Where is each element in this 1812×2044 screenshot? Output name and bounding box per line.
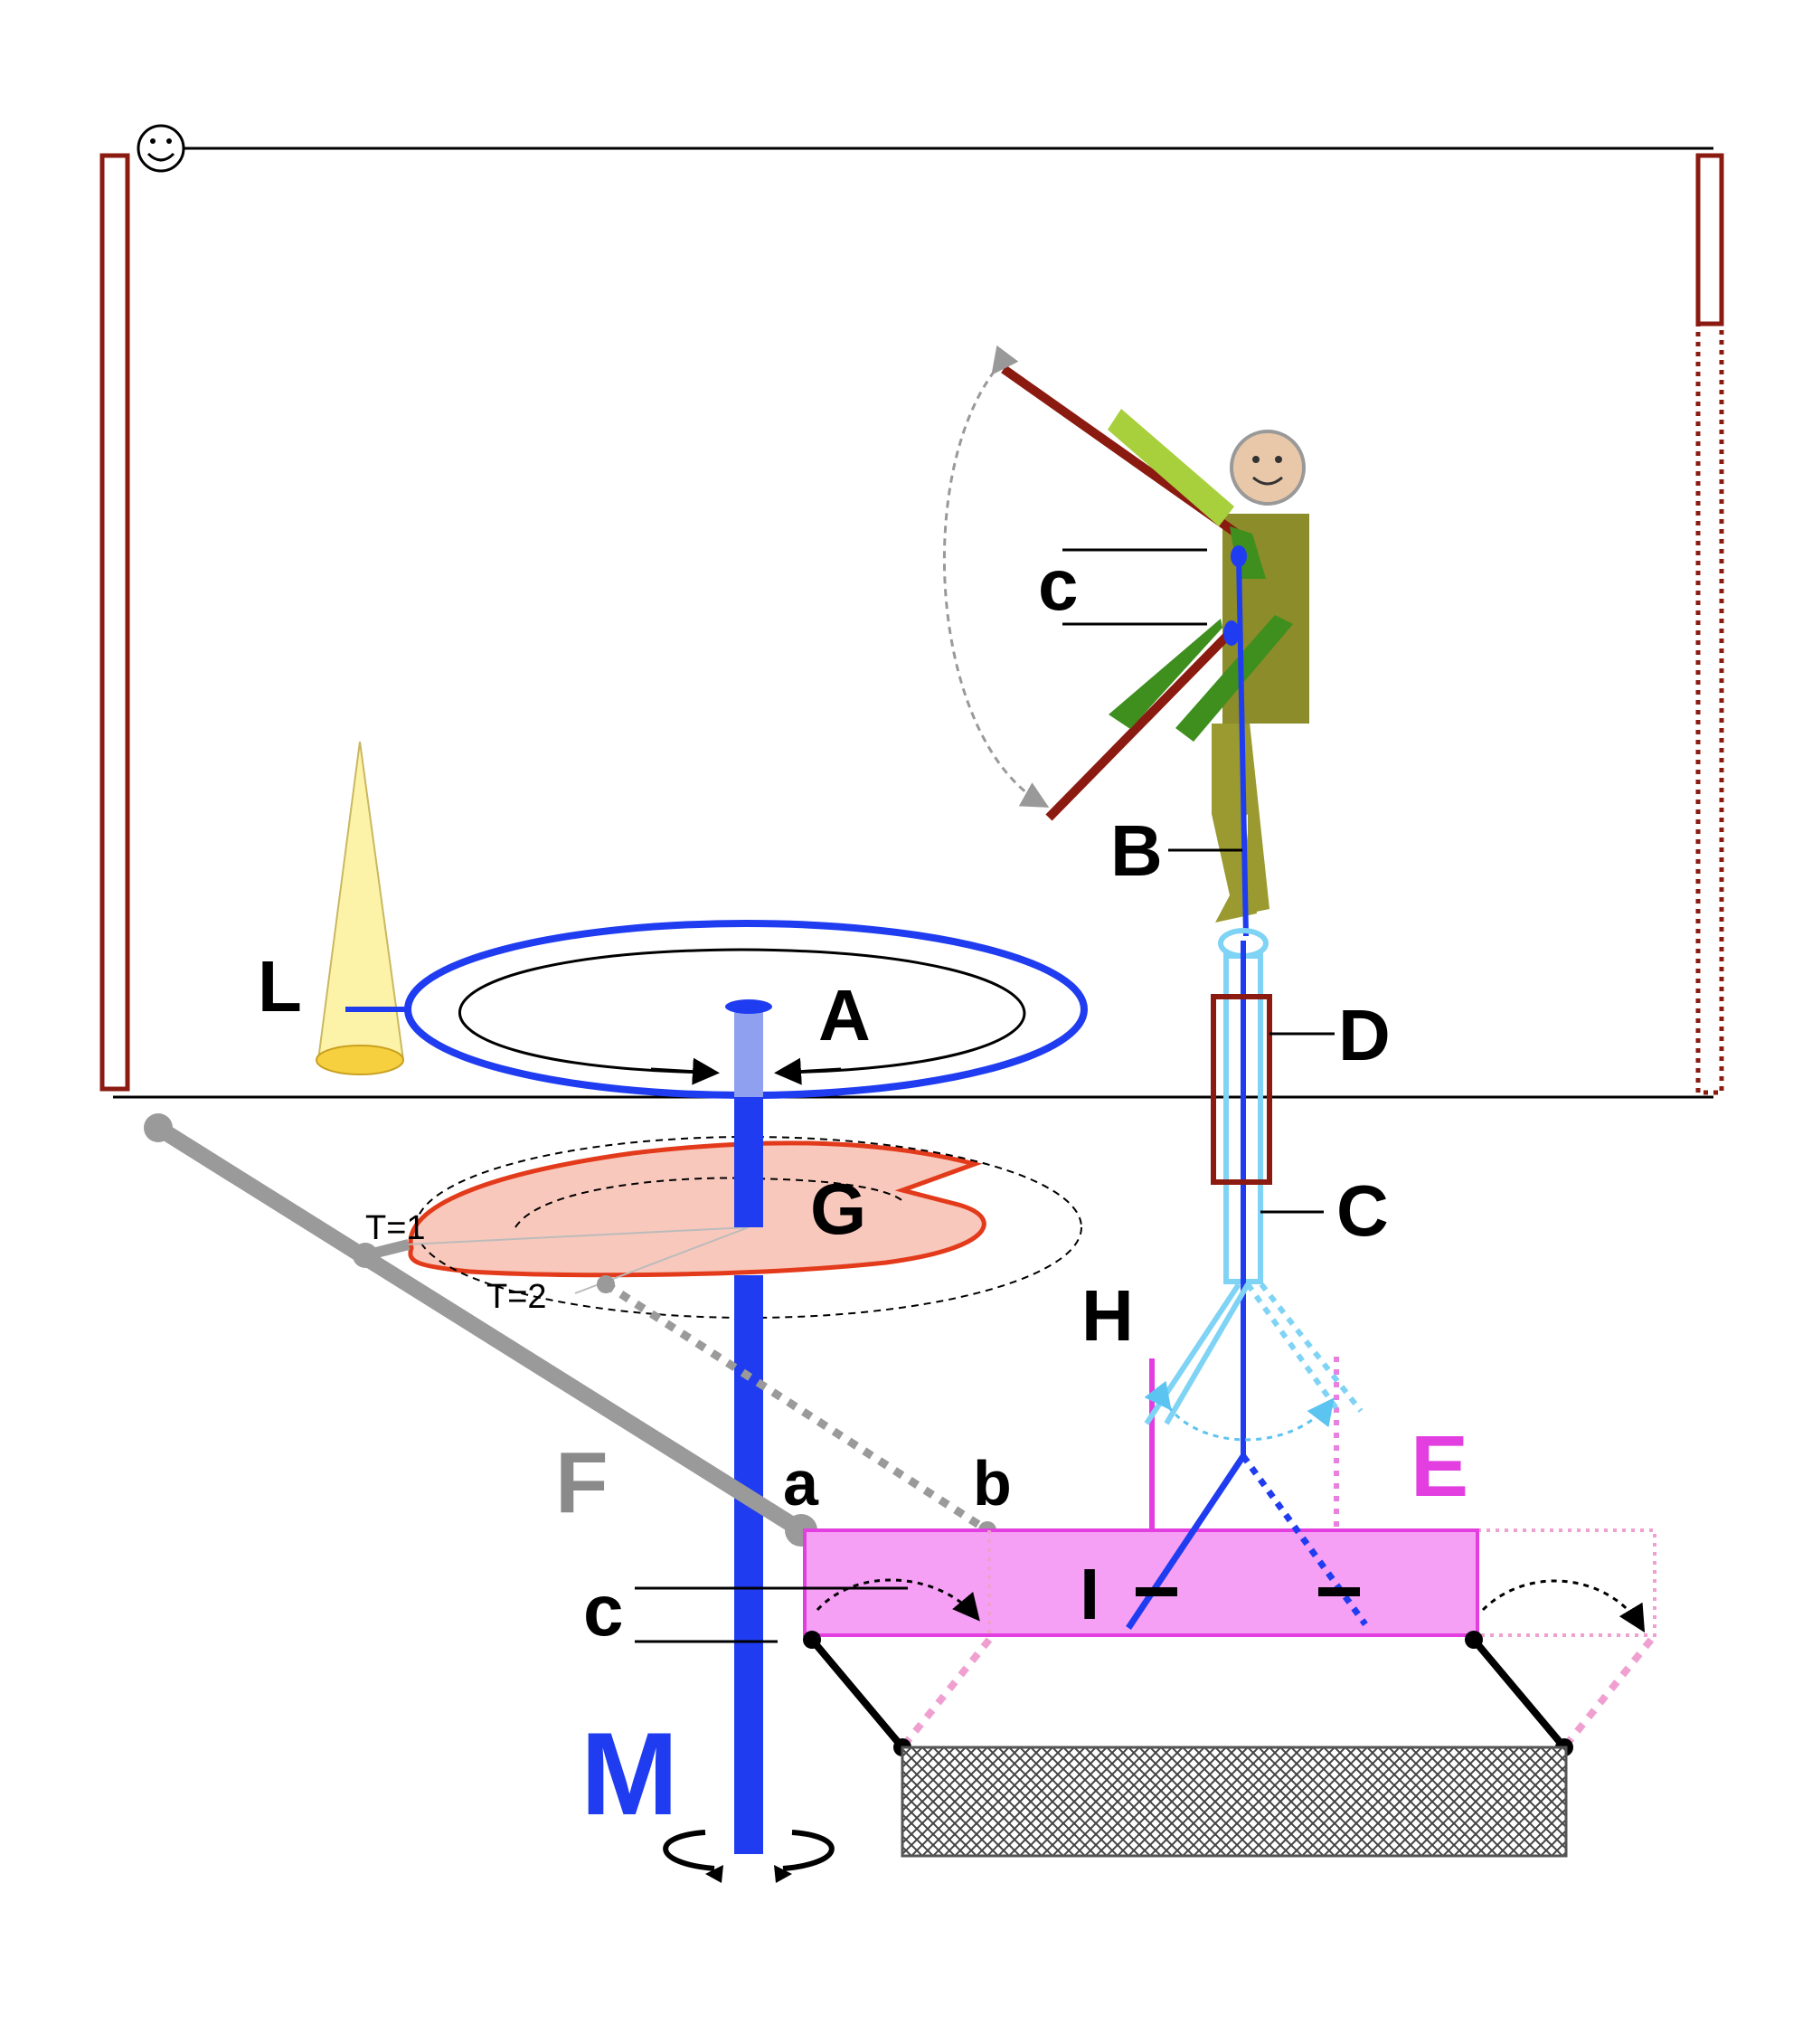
golfer-rod	[1236, 555, 1249, 937]
swing-arc-right	[1481, 1579, 1646, 1633]
support-link-right-dotted	[1561, 1637, 1655, 1750]
golfer-figure	[1001, 364, 1309, 937]
label-F: F	[555, 1434, 609, 1531]
moving-platform	[803, 1528, 1479, 1637]
lever-follower-stub	[363, 1239, 411, 1261]
rod-joint-upper	[1231, 545, 1247, 567]
lever-pivot-top	[144, 1113, 173, 1142]
label-a: a	[783, 1448, 819, 1519]
swing-arc	[942, 345, 1050, 808]
label-t2: T=2	[486, 1278, 547, 1316]
joint-1	[803, 1631, 821, 1649]
label-A: A	[818, 975, 871, 1055]
label-c-upper: c	[1038, 544, 1079, 625]
swing-arc-left	[816, 1578, 980, 1622]
label-c-lower: c	[583, 1570, 624, 1651]
linkage-dotted	[1241, 1453, 1368, 1627]
label-M: M	[580, 1708, 678, 1840]
lever-dashed-path	[603, 1281, 990, 1534]
base-block	[901, 1746, 1568, 1858]
left-post	[99, 153, 130, 1092]
shaft-upper	[734, 1007, 763, 1097]
fork-left-1	[1144, 1282, 1241, 1425]
label-E: E	[1411, 1418, 1468, 1515]
cam-follower-t2	[597, 1275, 615, 1293]
lamp-cone	[316, 741, 405, 1075]
orbit-inner	[514, 1177, 905, 1228]
label-I: I	[1080, 1554, 1099, 1634]
inner-rotation-arc	[458, 948, 1026, 1074]
inner-arrow-left	[650, 1057, 720, 1085]
fork-swing-arc	[1144, 1380, 1335, 1442]
cam-plate	[408, 1140, 986, 1278]
inner-arrow-right	[774, 1057, 842, 1085]
platform-right-dotted	[1476, 1528, 1656, 1637]
right-post-dotted	[1695, 321, 1724, 1095]
linkage-solid	[1126, 1454, 1246, 1630]
main-shaft-lower	[734, 1275, 763, 1854]
face-icon	[1230, 430, 1306, 506]
main-shaft	[734, 1097, 763, 1227]
support-link-right	[1470, 1637, 1568, 1750]
label-H: H	[1081, 1275, 1134, 1356]
label-b: b	[973, 1448, 1012, 1519]
fork-right-2	[1259, 1282, 1364, 1413]
right-post	[1695, 153, 1724, 326]
joint-3	[1465, 1631, 1483, 1649]
shaft-cap	[725, 999, 772, 1014]
support-link-left	[808, 1637, 906, 1750]
fork-right-1	[1245, 1282, 1341, 1413]
rotation-arrows-icon	[663, 1830, 835, 1883]
support-link-left-dotted	[899, 1637, 993, 1750]
rod-joint-lower	[1223, 620, 1240, 646]
smiley-icon	[137, 124, 185, 173]
label-t1: T=1	[365, 1209, 426, 1247]
cam-radius-t1	[406, 1226, 750, 1245]
label-B: B	[1110, 810, 1163, 891]
label-G: G	[810, 1169, 866, 1249]
sleeve	[1211, 994, 1272, 1185]
fork-left-2	[1164, 1282, 1250, 1425]
label-C: C	[1336, 1170, 1389, 1251]
golf-club-lower	[1045, 629, 1233, 821]
label-L: L	[258, 946, 302, 1027]
lever-arm	[150, 1120, 809, 1538]
label-D: D	[1338, 995, 1391, 1075]
